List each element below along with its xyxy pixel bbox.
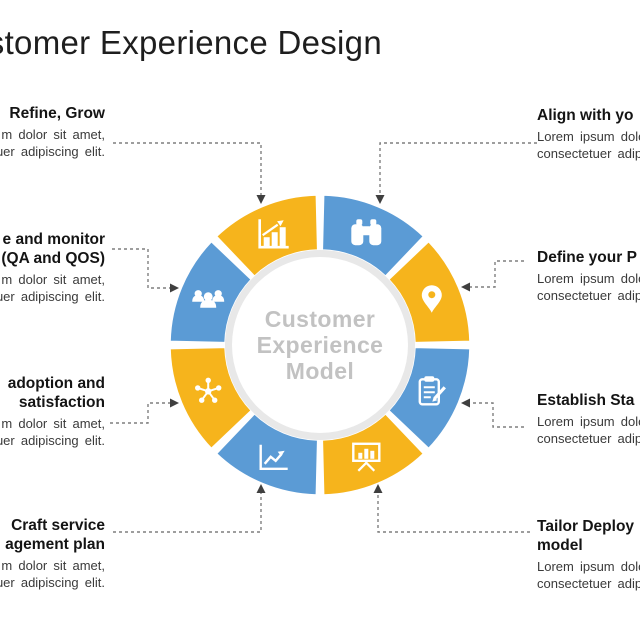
- callout-align: Align with yo Lorem ipsum dolo consectet…: [537, 106, 640, 162]
- network-icon: [195, 377, 222, 403]
- callout-title: Establish Sta: [537, 391, 640, 410]
- connector-line: [461, 398, 524, 428]
- callout-title-line: Refine, Grow: [9, 105, 105, 122]
- callout-title-line: satisfaction: [18, 394, 105, 411]
- callout-body: m dolor sit amet, uer adipiscing elit.: [0, 557, 105, 591]
- callout-title-line: Tailor Deploy: [537, 518, 635, 535]
- center-label-line: Customer: [264, 306, 376, 332]
- callout-body-line: Lorem ipsum dolo: [537, 559, 640, 574]
- callout-body: m dolor sit amet, uer adipiscing elit.: [0, 271, 105, 305]
- callout-body-line: uer adipiscing elit.: [0, 289, 105, 304]
- center-label-line: Model: [285, 358, 355, 384]
- location-pin-icon: [421, 285, 442, 313]
- callout-title: Refine, Grow: [0, 104, 105, 123]
- ring: [169, 194, 471, 496]
- callout-refine-grow: Refine, Grow m dolor sit amet, uer adipi…: [0, 104, 105, 160]
- line-chart-icon: [259, 444, 288, 470]
- callout-body: Lorem ipsum dolo consectetuer adip: [537, 558, 640, 592]
- connector-line: [113, 142, 266, 204]
- callout-body-line: m dolor sit amet,: [1, 127, 105, 142]
- callout-title-line: Establish Sta: [537, 392, 635, 409]
- center-label: Customer Experience Model: [210, 306, 430, 384]
- callout-body: Lorem ipsum dolo consectetuer adip: [537, 270, 640, 304]
- callout-body-line: consectetuer adip: [537, 431, 640, 446]
- callout-title-line: adoption and: [7, 375, 105, 392]
- callout-title-line: Align with yo: [537, 107, 634, 124]
- center-circle: [232, 257, 408, 433]
- callout-body-line: uer adipiscing elit.: [0, 575, 105, 590]
- callout-title: adoption and satisfaction: [0, 374, 105, 412]
- callout-title-line: model: [537, 537, 583, 554]
- callout-adoption-satisfaction: adoption and satisfaction m dolor sit am…: [0, 374, 105, 449]
- callout-title: e and monitor (QA and QOS): [0, 230, 105, 268]
- presentation-icon: [352, 442, 381, 472]
- callout-title-line: (QA and QOS): [1, 250, 105, 267]
- callout-title: Tailor Deploy model: [537, 517, 640, 555]
- connector-line: [113, 484, 266, 533]
- callout-body-line: m dolor sit amet,: [1, 272, 105, 287]
- team-icon: [192, 290, 225, 308]
- binoculars-icon: [351, 219, 382, 246]
- connector-line: [461, 260, 524, 292]
- callout-deployment-model: Tailor Deploy model Lorem ipsum dolo con…: [537, 517, 640, 592]
- callout-body-line: m dolor sit amet,: [1, 558, 105, 573]
- callout-body: m dolor sit amet, uer adipiscing elit.: [0, 415, 105, 449]
- growth-chart-icon: [258, 219, 289, 249]
- callout-title-line: Define your P: [537, 249, 637, 266]
- callout-body-line: consectetuer adip: [537, 146, 640, 161]
- callout-body: Lorem ipsum dolo consectetuer adip: [537, 128, 640, 162]
- callout-define: Define your P Lorem ipsum dolo consectet…: [537, 248, 640, 304]
- callout-body: m dolor sit amet, uer adipiscing elit.: [0, 126, 105, 160]
- callout-title: Craft service agement plan: [0, 516, 105, 554]
- callout-measure-monitor: e and monitor (QA and QOS) m dolor sit a…: [0, 230, 105, 305]
- callout-body-line: consectetuer adip: [537, 576, 640, 591]
- connector-lines: [110, 142, 537, 533]
- callout-title: Align with yo: [537, 106, 640, 125]
- callout-body-line: consectetuer adip: [537, 288, 640, 303]
- callout-title-line: agement plan: [5, 536, 105, 553]
- slide-title: Customer Experience Design: [0, 24, 382, 61]
- connector-line: [375, 142, 537, 204]
- callout-body: Lorem ipsum dolo consectetuer adip: [537, 413, 640, 447]
- connector-line: [110, 398, 179, 424]
- callout-body-line: uer adipiscing elit.: [0, 433, 105, 448]
- callout-body-line: m dolor sit amet,: [1, 416, 105, 431]
- callout-body-line: Lorem ipsum dolo: [537, 129, 640, 144]
- connector-line: [112, 248, 179, 293]
- clipboard-icon: [418, 376, 446, 406]
- callout-service-management-plan: Craft service agement plan m dolor sit a…: [0, 516, 105, 591]
- callout-body-line: Lorem ipsum dolo: [537, 414, 640, 429]
- callout-title: Define your P: [537, 248, 640, 267]
- connector-line: [373, 484, 530, 533]
- callout-title-line: e and monitor: [2, 231, 105, 248]
- callout-body-line: uer adipiscing elit.: [0, 144, 105, 159]
- callout-establish-standards: Establish Sta Lorem ipsum dolo consectet…: [537, 391, 640, 447]
- callout-body-line: Lorem ipsum dolo: [537, 271, 640, 286]
- callout-title-line: Craft service: [11, 517, 105, 534]
- center-label-line: Experience: [256, 332, 384, 358]
